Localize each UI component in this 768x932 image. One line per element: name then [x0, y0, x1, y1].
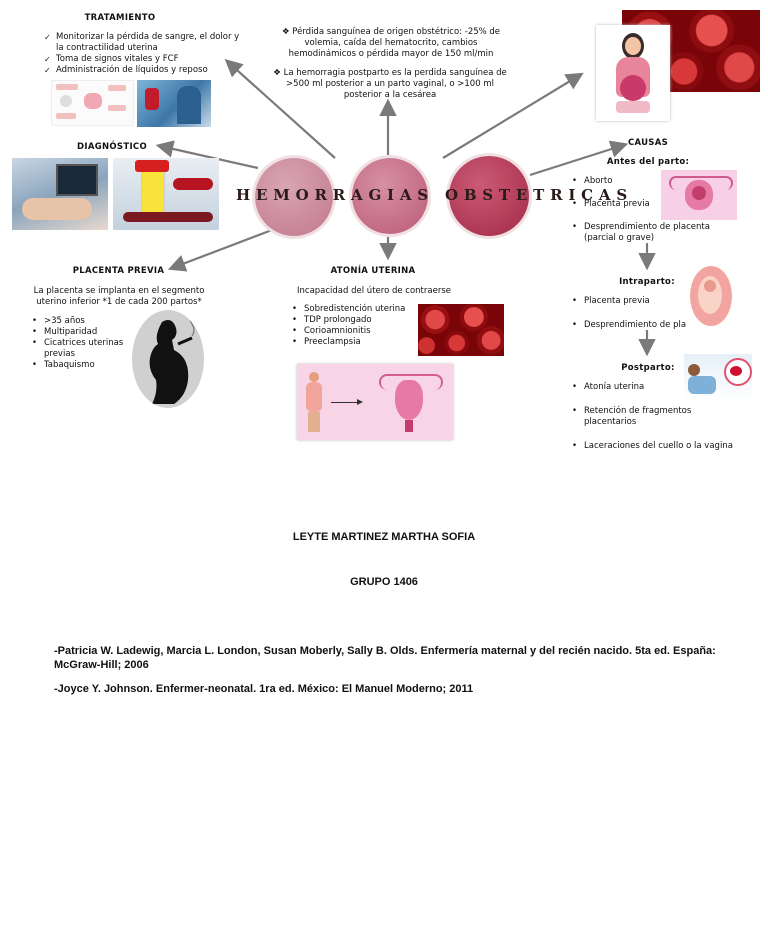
fetus-womb-illustration [686, 264, 736, 330]
placenta-previa-desc: La placenta se implanta en el segmento u… [33, 286, 205, 307]
main-title: HEMORRAGIAS OBSTETRICAS [236, 186, 633, 204]
group-label: GRUPO 1406 [350, 576, 418, 588]
list-item: Multiparidad [30, 327, 130, 338]
center-circle-2 [352, 158, 428, 234]
atonia-title: ATONÍA UTERINA [330, 266, 416, 276]
list-item: Placenta previa [570, 199, 720, 210]
postparto-list: Atonía uterina Retención de fragmentos p… [570, 382, 740, 452]
tratamiento-title: TRATAMIENTO [84, 13, 156, 23]
definition-text-2: ❖ La hemorragia postparto es la perdida … [273, 68, 507, 100]
list-item: Sobredistención uterina [290, 304, 420, 315]
center-circle-3 [449, 156, 529, 236]
list-item: Laceraciones del cuello o la vagina [570, 441, 740, 452]
ultrasound-photo [12, 158, 108, 230]
pregnant-woman-illustration [596, 25, 670, 121]
diagnostico-title: DIAGNÓSTICO [77, 142, 147, 152]
antes-parto-title: Antes del parto: [606, 157, 690, 167]
list-item: Toma de signos vitales y FCF [42, 54, 242, 65]
placenta-previa-title: PLACENTA PREVIA [72, 266, 165, 276]
postparto-title: Postparto: [621, 363, 675, 373]
list-item: Tabaquismo [30, 360, 130, 371]
iv-drip-photo [137, 80, 211, 127]
reference-2: -Joyce Y. Johnson. Enfermer-neonatal. 1r… [54, 683, 474, 695]
list-item: Placenta previa [570, 296, 720, 307]
list-item: Desprendimiento de placenta (parcial o g… [570, 222, 720, 244]
causas-title: CAUSAS [627, 138, 669, 148]
list-item: Corioamnionitis [290, 326, 420, 337]
smoking-pregnant-silhouette [132, 310, 204, 408]
author-name: LEYTE MARTINEZ MARTHA SOFIA [292, 531, 476, 543]
list-item: TDP prolongado [290, 315, 420, 326]
uterus-fetus-illustration-1 [661, 170, 737, 220]
list-item: Retención de fragmentos placentarios [570, 406, 740, 428]
list-item: Preeclampsia [290, 337, 420, 348]
list-item: Desprendimiento de placenta [570, 320, 720, 331]
blood-cells-image-2 [418, 304, 504, 356]
uterus-illustration [297, 364, 453, 440]
list-item: Cicatrices uterinas previas [30, 338, 130, 360]
atonia-desc: Incapacidad del útero de contraerse [297, 286, 451, 296]
tratamiento-list: Monitorizar la pérdida de sangre, el dol… [42, 32, 242, 76]
blood-tubes-photo [113, 158, 219, 230]
list-item: Aborto [570, 176, 720, 187]
intraparto-title: Intraparto: [619, 277, 675, 287]
list-item: Atonía uterina [570, 382, 740, 393]
list-item: Monitorizar la pérdida de sangre, el dol… [42, 32, 242, 54]
postpartum-illustration [684, 354, 752, 402]
list-item: >35 años [30, 316, 130, 327]
intraparto-list: Placenta previa Desprendimiento de place… [570, 296, 720, 331]
reference-1: -Patricia W. Ladewig, Marcia L. London, … [54, 645, 716, 671]
placenta-previa-list: >35 años Multiparidad Cicatrices uterina… [30, 316, 130, 371]
center-circle-1 [255, 158, 333, 236]
definition-text-1: ❖ Pérdida sanguínea de origen obstétrico… [281, 27, 501, 59]
antes-parto-list: Aborto Placenta previa Desprendimiento d… [570, 176, 720, 244]
list-item: Administración de líquidos y reposo [42, 65, 242, 76]
atonia-list: Sobredistención uterina TDP prolongado C… [290, 304, 420, 348]
tratamiento-icons-image [51, 80, 134, 126]
